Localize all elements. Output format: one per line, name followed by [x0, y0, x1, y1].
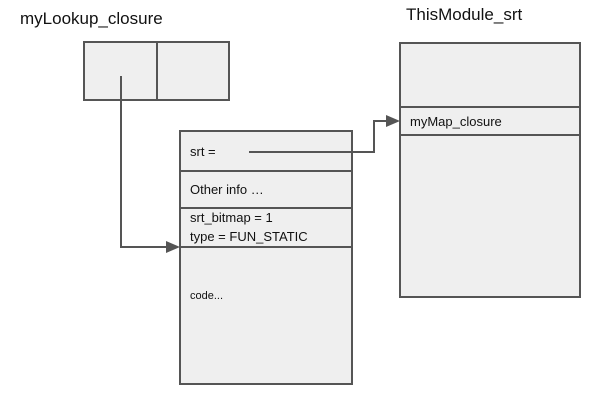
code-field: code... — [190, 290, 223, 302]
info-pointer-arrowhead — [166, 241, 180, 253]
srt-bitmap-field: srt_bitmap = 1 — [190, 210, 273, 225]
closure-box — [83, 41, 230, 101]
info-pointer-arrow — [120, 76, 180, 253]
info-table-outline — [179, 130, 353, 385]
info-pointer-line — [120, 76, 170, 248]
srt-entry: myMap_closure — [410, 114, 502, 129]
srt-table-outline — [399, 42, 581, 298]
info-table: srt = Other info … srt_bitmap = 1 type =… — [179, 130, 353, 385]
srt-field-label: srt = — [190, 144, 216, 159]
srt-table-title: ThisModule_srt — [406, 5, 522, 24]
other-info-field: Other info … — [190, 182, 264, 197]
srt-table: myMap_closure — [399, 42, 581, 298]
srt-pointer-line — [249, 120, 390, 153]
srt-pointer-arrow — [249, 115, 400, 153]
type-field: type = FUN_STATIC — [190, 229, 308, 244]
closure-title: myLookup_closure — [20, 9, 163, 28]
srt-pointer-arrowhead — [386, 115, 400, 127]
